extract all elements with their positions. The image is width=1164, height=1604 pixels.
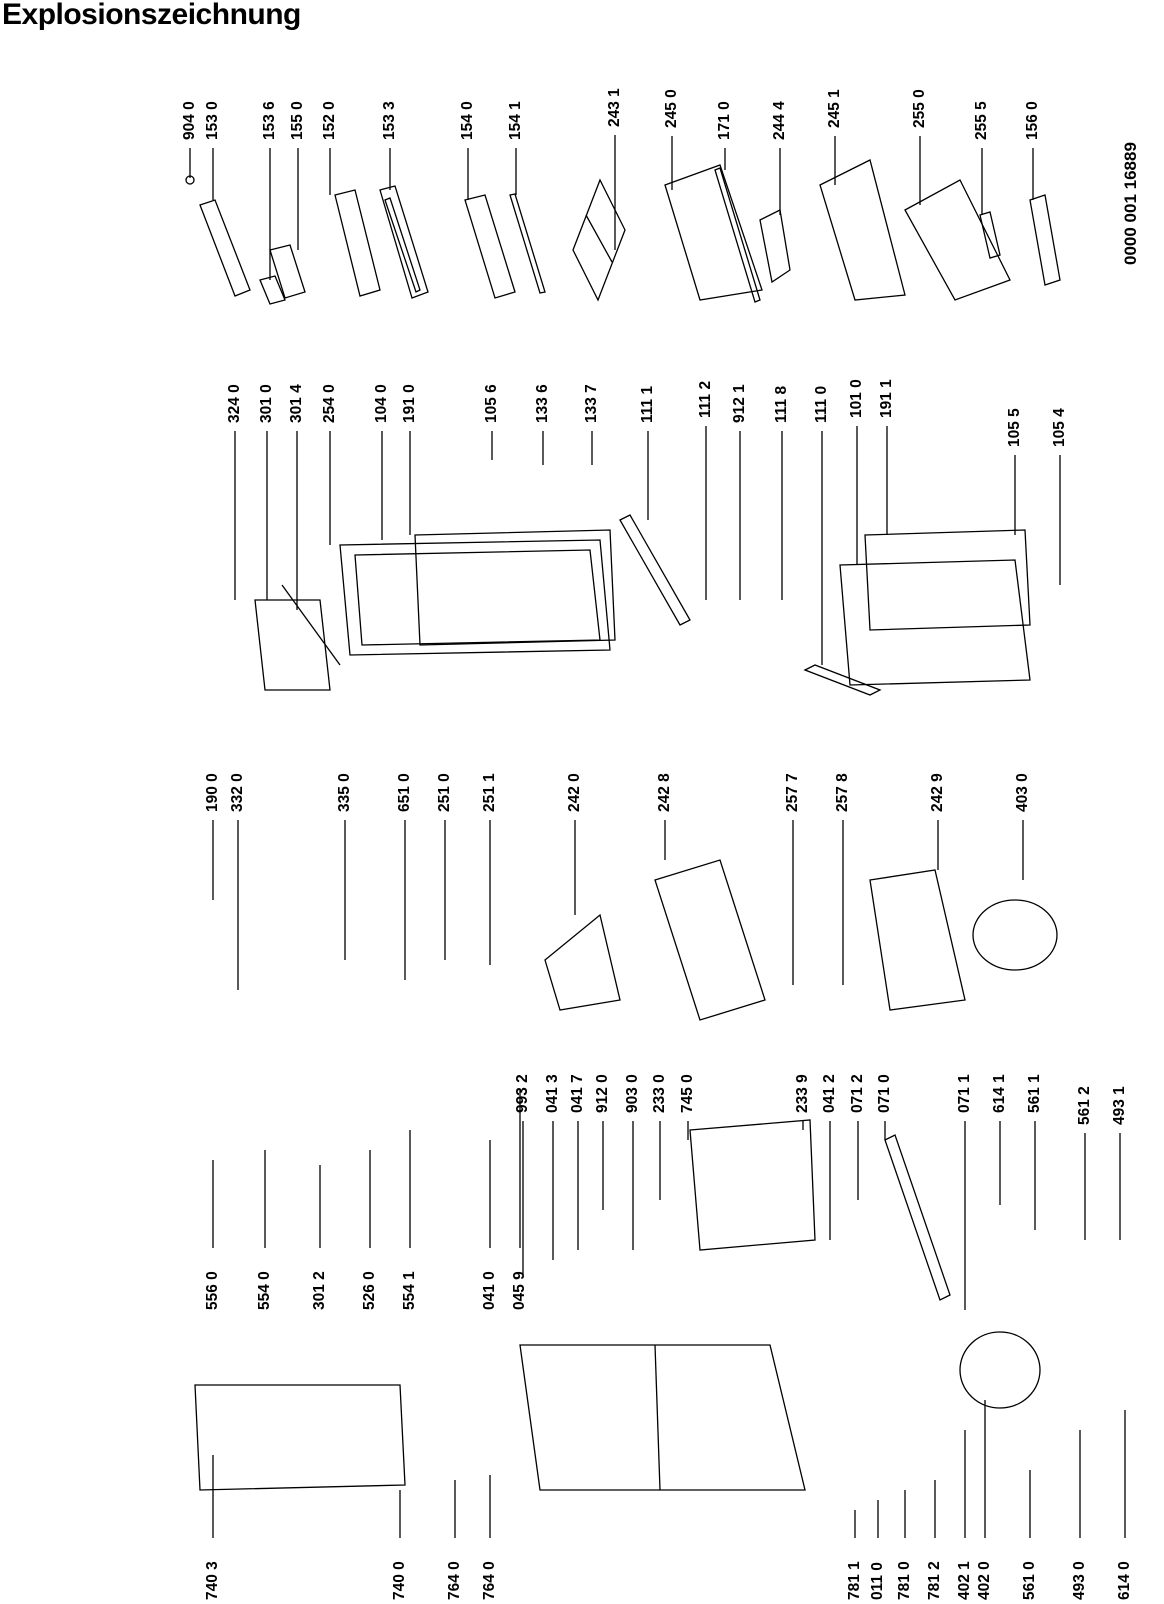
part-number-label: 251 0 (436, 773, 453, 812)
part-number-label: 561 2 (1076, 1086, 1093, 1125)
part-number-label: 324 0 (226, 384, 243, 423)
part-number-label: 191 1 (878, 379, 895, 418)
part-number-label: 301 0 (258, 384, 275, 423)
part-number-label: 554 1 (401, 1271, 418, 1310)
part-number-label: 614 0 (1116, 1561, 1133, 1600)
part-number-label: 651 0 (396, 773, 413, 812)
part-number-label: 255 5 (973, 101, 990, 140)
part-number-label: 153 6 (261, 101, 278, 140)
part-number-label: 171 0 (716, 101, 733, 140)
part-number-label: 254 0 (321, 384, 338, 423)
part-number-label: 153 0 (204, 101, 221, 140)
part-number-label: 242 0 (566, 773, 583, 812)
part-number-label: 493 0 (1071, 1561, 1088, 1600)
part-number-label: 781 2 (926, 1561, 943, 1600)
part-number-label: 614 1 (991, 1074, 1008, 1113)
part-number-label: 191 0 (401, 384, 418, 423)
part-number-label: 111 2 (697, 380, 714, 418)
part-number-label: 904 0 (181, 101, 198, 140)
page-title: Explosionszeichnung (2, 0, 301, 31)
part-number-label: 301 4 (288, 384, 305, 423)
part-number-label: 402 1 (956, 1561, 973, 1600)
part-number-label: 403 0 (1014, 773, 1031, 812)
part-number-label: 740 0 (391, 1561, 408, 1600)
part-number-label: 912 0 (594, 1074, 611, 1113)
part-number-label: 133 7 (583, 384, 600, 423)
part-number-label: 335 0 (336, 773, 353, 812)
door-shelf-parts (185, 159, 1061, 305)
part-number-label: 257 7 (784, 773, 801, 812)
part-number-label: 245 0 (663, 89, 680, 128)
part-number-label: 190 0 (204, 773, 221, 812)
part-number-label: 154 0 (459, 101, 476, 140)
part-number-label: 111 8 (773, 385, 790, 423)
part-number-label: 071 0 (876, 1074, 893, 1113)
part-number-label: 154 1 (507, 101, 524, 140)
part-number-label: 011 0 (869, 1562, 886, 1600)
part-number-label: 152 0 (321, 101, 338, 140)
part-number-label: 101 0 (848, 379, 865, 418)
part-number-label: 041 7 (569, 1074, 586, 1113)
part-number-label: 301 2 (311, 1271, 328, 1310)
part-number-label: 526 0 (361, 1271, 378, 1310)
part-number-label: 257 8 (834, 773, 851, 812)
part-number-label: 041 2 (821, 1074, 838, 1113)
part-number-label: 740 3 (204, 1561, 221, 1600)
part-number-label: 045 9 (511, 1271, 528, 1310)
part-number-label: 245 1 (826, 89, 843, 128)
part-number-label: 071 1 (956, 1074, 973, 1113)
part-number-label: 133 6 (534, 384, 551, 423)
part-number-label: 493 1 (1111, 1086, 1128, 1125)
part-number-label: 402 0 (976, 1561, 993, 1600)
part-number-label: 764 0 (446, 1561, 463, 1600)
part-number-label: 111 0 (813, 385, 830, 423)
part-number-label: 233 0 (651, 1074, 668, 1113)
part-number-label: 041 0 (481, 1271, 498, 1310)
door-parts (254, 514, 1031, 696)
part-number-label: 781 0 (896, 1561, 913, 1600)
part-number-label: 764 0 (481, 1561, 498, 1600)
part-number-label: 781 1 (846, 1561, 863, 1600)
part-number-label: 153 3 (381, 101, 398, 140)
part-number-label: 561 1 (1026, 1074, 1043, 1113)
part-number-label: 556 0 (204, 1271, 221, 1310)
part-number-label: 903 0 (624, 1074, 641, 1113)
part-number-label: 233 9 (794, 1074, 811, 1113)
part-number-label: 041 3 (544, 1074, 561, 1113)
drawer-parts (194, 859, 1058, 1491)
part-number-label: 912 1 (731, 384, 748, 423)
part-number-label: 244 4 (771, 101, 788, 140)
part-number-label: 111 1 (639, 385, 656, 423)
part-number-label: 745 0 (679, 1074, 696, 1113)
part-number-label: 104 0 (373, 384, 390, 423)
part-number-label: 242 9 (929, 773, 946, 812)
part-number-label: 105 4 (1051, 408, 1068, 447)
part-number-label: 243 1 (606, 88, 623, 127)
part-number-label: 332 0 (229, 773, 246, 812)
part-number-label: 156 0 (1024, 101, 1041, 140)
part-number-label: 255 0 (911, 89, 928, 128)
part-number-label: 554 0 (256, 1271, 273, 1310)
part-number-label: 561 0 (1021, 1561, 1038, 1600)
part-number-label: 242 8 (656, 773, 673, 812)
part-number-label: 155 0 (289, 101, 306, 140)
leader-lines (189, 135, 1126, 1538)
part-number-label: 251 1 (481, 773, 498, 812)
part-number-label: 071 2 (849, 1074, 866, 1113)
part-number-label: 993 2 (514, 1074, 531, 1113)
part-number-label: 105 6 (483, 384, 500, 423)
part-number-label: 105 5 (1006, 408, 1023, 447)
